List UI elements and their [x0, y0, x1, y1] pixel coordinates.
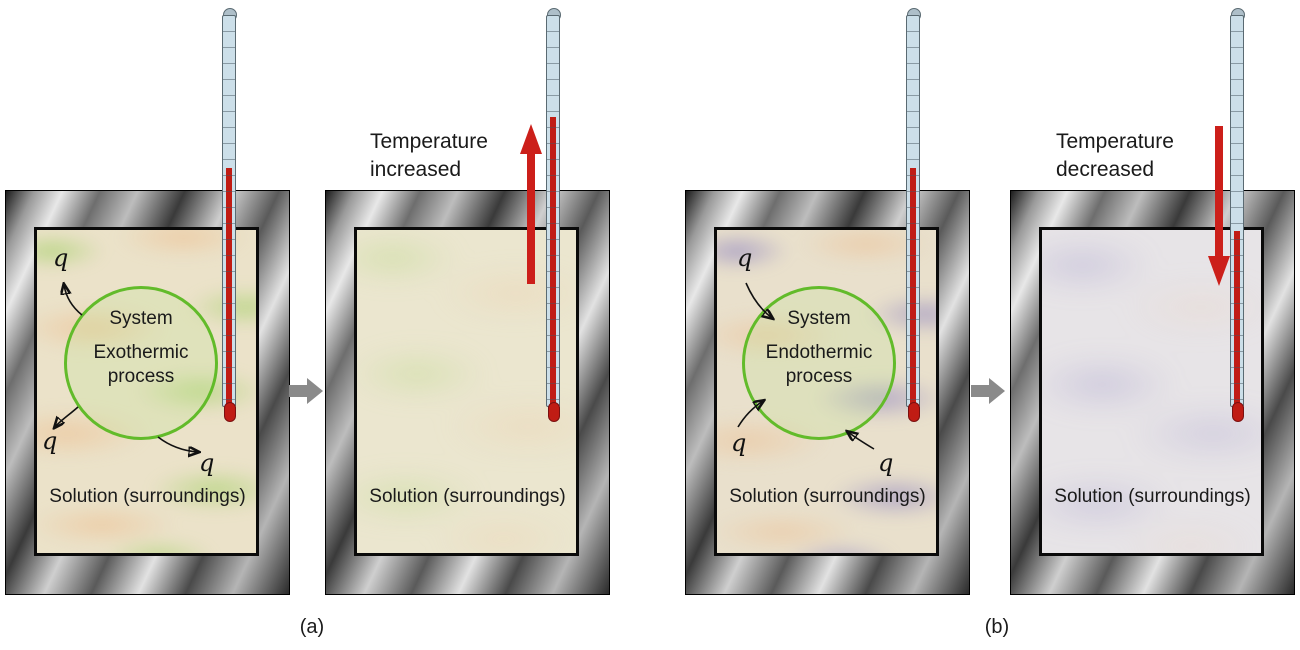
- thermometer-scale-ticks: [547, 16, 559, 406]
- solution-a-after: [354, 227, 579, 556]
- thermometer-tube: [1230, 15, 1244, 407]
- thermometer-tube: [222, 15, 236, 407]
- calorimeter-a-after: Solution (surroundings): [325, 190, 610, 595]
- solution-texture: [357, 230, 576, 553]
- thermometer-scale-ticks: [223, 16, 235, 406]
- panel-b-tag: (b): [984, 616, 1010, 638]
- thermometer-tube: [546, 15, 560, 407]
- solution-label: Solution (surroundings): [49, 486, 246, 507]
- system-label: System: [109, 308, 173, 329]
- thermometer-bulb: [908, 402, 920, 422]
- solution-label: Solution (surroundings): [1054, 486, 1251, 507]
- thermometer-bulb: [1232, 402, 1244, 422]
- system-label: System: [787, 308, 851, 329]
- system-circle: [64, 286, 218, 440]
- thermometer-b-after: [1229, 8, 1247, 422]
- thermometer-a-before: [221, 8, 239, 422]
- thermometer-bulb: [224, 402, 236, 422]
- heat-q-label: q: [42, 427, 58, 455]
- solution-a-before: [34, 227, 259, 556]
- process-label: Endothermic process: [765, 342, 873, 387]
- thermometer-scale-ticks: [907, 16, 919, 406]
- process-label: Exothermic process: [93, 342, 189, 387]
- heat-q-label: q: [878, 449, 894, 477]
- temperature-down-arrow: [1208, 126, 1230, 286]
- solution-b-after: [1039, 227, 1264, 556]
- solution-label: Solution (surroundings): [729, 486, 926, 507]
- panel-a-tag: (a): [299, 616, 325, 638]
- temperature-increased-note: Temperature increased: [370, 130, 488, 182]
- calorimeter-b-before: System Endothermic process q q q Solutio…: [685, 190, 970, 595]
- transition-arrow: [971, 378, 1005, 404]
- heat-q-label: q: [53, 244, 69, 272]
- thermometer-bulb: [548, 402, 560, 422]
- heat-q-label: q: [731, 429, 747, 457]
- temperature-decreased-note: Temperature decreased: [1056, 130, 1174, 182]
- transition-arrow: [289, 378, 323, 404]
- solution-texture: [1042, 230, 1261, 553]
- solution-label: Solution (surroundings): [369, 486, 566, 507]
- heat-q-label: q: [199, 449, 215, 477]
- thermometer-a-after: [545, 8, 563, 422]
- calorimeter-a-before: System Exothermic process q q q Solution…: [5, 190, 290, 595]
- thermometer-scale-ticks: [1231, 16, 1243, 406]
- heat-q-label: q: [737, 244, 753, 272]
- thermometer-tube: [906, 15, 920, 407]
- calorimeter-b-after: Solution (surroundings): [1010, 190, 1295, 595]
- thermometer-b-before: [905, 8, 923, 422]
- temperature-up-arrow: [520, 124, 542, 284]
